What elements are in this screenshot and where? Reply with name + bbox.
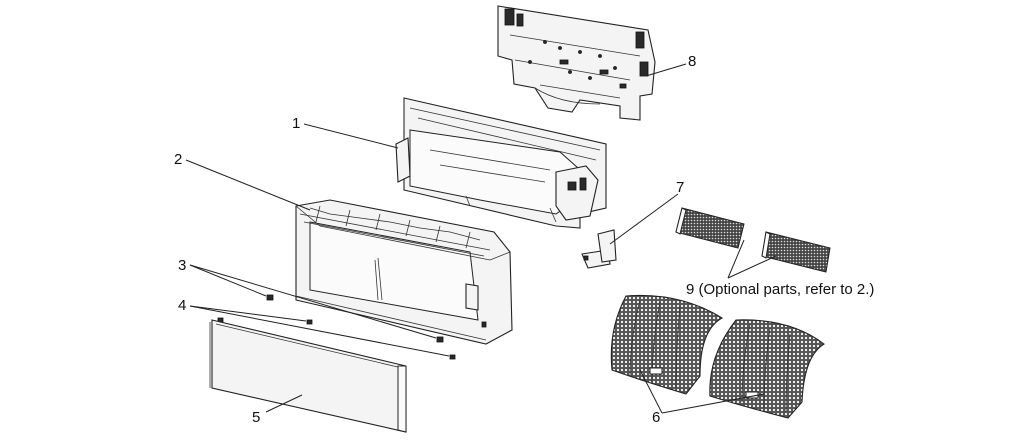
part-1-chassis	[395, 97, 607, 229]
part-8-mounting-plate	[497, 5, 656, 121]
callout-1: 1	[292, 115, 300, 132]
part-6-air-filters	[610, 294, 825, 419]
callout-4: 4	[178, 297, 186, 314]
part-2-front-cabinet	[295, 199, 513, 345]
callout-8: 8	[688, 53, 696, 70]
callout-5: 5	[252, 409, 260, 426]
part-5-front-grille	[209, 319, 407, 433]
part-9-optional-filters	[675, 207, 831, 273]
callout-2: 2	[174, 151, 182, 168]
callout-9: 9 (Optional parts, refer to 2.)	[686, 281, 874, 298]
part-7-bracket	[581, 229, 617, 269]
part-3-screws	[266, 294, 444, 343]
callout-3: 3	[178, 257, 186, 274]
part-4-clips	[217, 317, 456, 360]
callout-6: 6	[652, 409, 660, 426]
leader-lines	[185, 63, 777, 414]
callout-7: 7	[676, 179, 684, 196]
